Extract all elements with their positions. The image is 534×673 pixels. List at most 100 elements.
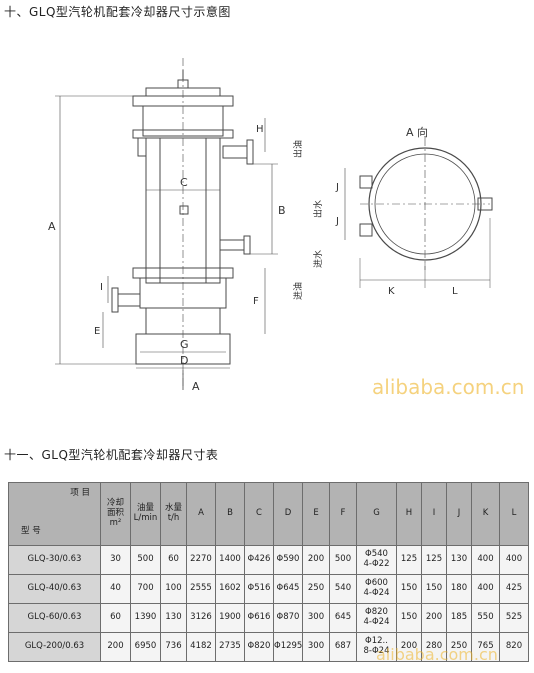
dim-label-g: G [180,338,189,351]
view-arrow-label: A [192,380,200,393]
cell-j: 250 [446,632,472,662]
corner-header: 项 目 型 号 [8,482,101,546]
header-col-i: I [421,482,447,546]
header-col-f: F [329,482,357,546]
header-col-b: B [215,482,245,546]
table-row: GLQ-60/0.63 60 1390 130 3126 1900 Φ616 Φ… [8,603,529,633]
cell-b: 1900 [215,603,245,633]
dim-label-h: H [256,124,264,135]
header-col-c: C [244,482,274,546]
cell-f: 645 [329,603,357,633]
header-area: 冷却 面积 m² [100,482,131,546]
cell-model: GLQ-60/0.63 [8,603,101,633]
cell-j: 180 [446,574,472,604]
cell-h: 125 [396,545,422,575]
water-inlet-nozzle [219,239,245,251]
cell-k: 400 [471,545,500,575]
cell-water: 736 [160,632,187,662]
cell-a: 4182 [186,632,216,662]
cell-area: 200 [100,632,131,662]
cell-oil: 1390 [130,603,161,633]
table-header-row: 项 目 型 号 冷却 面积 m² 油量 L/min 水量 t/h A B C D… [8,482,529,546]
header-oil: 油量 L/min [130,482,161,546]
dim-label-c: C [180,176,188,189]
cell-d: Φ645 [273,574,303,604]
header-col-e: E [302,482,330,546]
cell-h: 200 [396,632,422,662]
cell-model: GLQ-40/0.63 [8,574,101,604]
cell-j: 185 [446,603,472,633]
cell-l: 820 [499,632,529,662]
cell-a: 2555 [186,574,216,604]
cell-area: 40 [100,574,131,604]
header-col-l: L [499,482,529,546]
cell-j: 130 [446,545,472,575]
cell-model: GLQ-200/0.63 [8,632,101,662]
dim-label-b: B [278,204,286,217]
header-col-j: J [446,482,472,546]
cell-oil: 700 [130,574,161,604]
cell-f: 687 [329,632,357,662]
header-model: 型 号 [21,526,41,537]
table-row: GLQ-30/0.63 30 500 60 2270 1400 Φ426 Φ59… [8,545,529,575]
cell-water: 130 [160,603,187,633]
side-view-label: A 向 [406,125,428,139]
cell-h: 150 [396,603,422,633]
dim-label-j-bottom: J [335,216,339,227]
cell-h: 150 [396,574,422,604]
dimension-table: 项 目 型 号 冷却 面积 m² 油量 L/min 水量 t/h A B C D… [8,482,529,662]
header-col-k: K [471,482,500,546]
cell-b: 1602 [215,574,245,604]
oil-inlet-nozzle [117,293,141,307]
cell-a: 3126 [186,603,216,633]
water-out-label: 出水 [312,200,324,218]
cell-e: 300 [302,603,330,633]
dim-label-f: F [253,296,259,307]
water-in-label: 进水 [312,250,324,268]
cell-b: 1400 [215,545,245,575]
cell-a: 2270 [186,545,216,575]
oil-outlet-nozzle [222,145,248,159]
cell-k: 400 [471,574,500,604]
header-col-d: D [273,482,303,546]
cell-model: GLQ-30/0.63 [8,545,101,575]
dim-label-i: I [100,282,103,293]
cell-i: 150 [421,574,447,604]
cell-k: 550 [471,603,500,633]
watermark: alibaba.com.cn [372,375,525,399]
cell-oil: 500 [130,545,161,575]
cell-water: 60 [160,545,187,575]
cooler-dimension-drawing: A B C D E F G H I J J K L A A 向 出油 进油 出水… [48,58,493,393]
header-col-h: H [396,482,422,546]
cell-d: Φ1295 [273,632,303,662]
watermark-bottom: alibaba.com.cn [376,645,498,664]
header-col-g: G [356,482,397,546]
oil-in-label: 进油 [292,282,304,300]
table-row: GLQ-200/0.63 200 6950 736 4182 2735 Φ820… [8,632,529,662]
dim-label-d: D [180,354,188,367]
header-water: 水量 t/h [160,482,187,546]
cell-k: 765 [471,632,500,662]
table-row: GLQ-40/0.63 40 700 100 2555 1602 Φ516 Φ6… [8,574,529,604]
dim-label-j-top: J [335,182,339,193]
cell-water: 100 [160,574,187,604]
cell-l: 525 [499,603,529,633]
cell-d: Φ870 [273,603,303,633]
cell-l: 425 [499,574,529,604]
side-view-flange [368,147,482,261]
cell-area: 60 [100,603,131,633]
cell-b: 2735 [215,632,245,662]
cell-c: Φ426 [244,545,274,575]
dim-label-a: A [48,220,56,233]
cell-i: 280 [421,632,447,662]
dim-label-e: E [94,326,100,337]
cell-e: 200 [302,545,330,575]
cell-f: 500 [329,545,357,575]
cell-area: 30 [100,545,131,575]
header-item: 项 目 [70,488,90,498]
table-title: 十一、GLQ型汽轮机配套冷却器尺寸表 [4,448,219,462]
dim-label-l: L [452,286,458,297]
